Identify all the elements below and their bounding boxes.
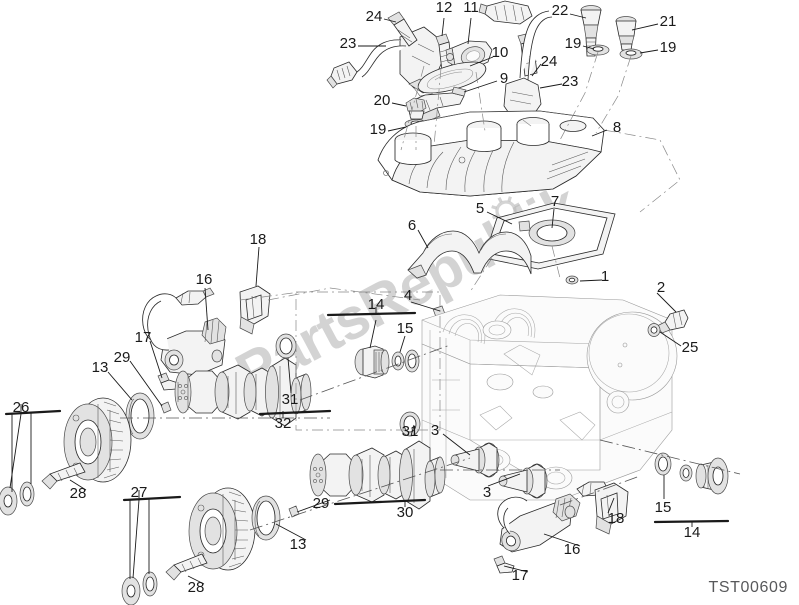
- callout-10: 10: [492, 44, 509, 61]
- callout-4: 4: [404, 287, 412, 304]
- part-washers-26: [0, 481, 35, 516]
- part-timing-gear-lower: [188, 487, 256, 571]
- part-timing-gear-upper: [63, 397, 132, 483]
- part-washer-15b-upper: [404, 349, 420, 373]
- callout-28: 28: [70, 485, 87, 502]
- part-key-29-upper: [160, 401, 172, 414]
- part-oring-15-upper: [391, 351, 405, 371]
- part-oring-right: [679, 464, 693, 482]
- callout-26: 26: [13, 399, 30, 416]
- callout-15: 15: [397, 320, 414, 337]
- part-gasket-10: [417, 61, 487, 94]
- part-plug-20: [405, 97, 427, 120]
- callout-2: 2: [657, 279, 665, 296]
- callout-30: 30: [397, 504, 414, 521]
- part-cylinder-head: [421, 294, 678, 501]
- callout-19: 19: [370, 121, 387, 138]
- part-washer-25: [647, 323, 661, 337]
- part-sensor-16-upper: [142, 287, 227, 376]
- callout-31: 31: [282, 391, 299, 408]
- callout-8: 8: [613, 119, 621, 136]
- callout-12: 12: [436, 0, 453, 16]
- part-bolt-28-upper: [41, 462, 86, 490]
- part-bolt-17-lower: [493, 555, 515, 574]
- callout-19: 19: [660, 39, 677, 56]
- callout-6: 6: [408, 217, 416, 234]
- part-valve-cover-8: [377, 110, 605, 197]
- callout-16: 16: [564, 541, 581, 558]
- callout-5: 5: [476, 200, 484, 217]
- callout-13: 13: [92, 359, 109, 376]
- part-seal-13-lower: [251, 495, 281, 541]
- callout-18: 18: [250, 231, 267, 248]
- part-tensioner-14-right: [695, 457, 729, 495]
- callout-9: 9: [500, 70, 508, 87]
- callout-24: 24: [366, 8, 383, 25]
- part-washer-15-right: [654, 452, 672, 476]
- callout-20: 20: [374, 92, 391, 109]
- part-washer-19-a: [586, 44, 610, 56]
- callout-1: 1: [601, 268, 609, 285]
- callout-14: 14: [368, 296, 385, 313]
- part-sensor-2: [656, 309, 689, 334]
- part-gasket-6: [407, 230, 532, 279]
- callout-31: 31: [402, 423, 419, 440]
- part-sensor-16-lower: [497, 481, 608, 553]
- part-tensioner-14-upper: [354, 345, 390, 379]
- part-camshaft-upper: [174, 357, 312, 427]
- part-seal-13-upper: [125, 392, 155, 440]
- callout-21: 21: [660, 13, 677, 30]
- part-tappet-3-b: [498, 463, 548, 499]
- group-braces: [4, 307, 730, 579]
- callout-23: 23: [562, 73, 579, 90]
- callout-28: 28: [188, 579, 205, 596]
- callout-24: 24: [541, 53, 558, 70]
- part-washers-27: [121, 571, 158, 605]
- callout-14: 14: [684, 524, 701, 541]
- callout-15: 15: [655, 499, 672, 516]
- callout-numbers: 24 12 11 22 21 23 19 19 10 24 9 23 20 8 19 5 7 6 18 1 16 2 14 4…: [13, 0, 701, 596]
- part-camshaft-lower: [309, 440, 446, 510]
- reference-code: TST00609: [708, 579, 788, 596]
- callout-22: 22: [552, 2, 569, 19]
- callout-32: 32: [275, 415, 292, 432]
- part-ring-31-upper: [275, 333, 297, 359]
- part-washer-19-b: [619, 48, 643, 60]
- part-bolt-21: [615, 16, 637, 51]
- callout-11: 11: [463, 0, 479, 16]
- part-seal-1: [565, 275, 579, 285]
- callout-3: 3: [483, 484, 491, 501]
- callout-3: 3: [431, 422, 439, 439]
- assembly-axes: [120, 51, 741, 531]
- callout-17: 17: [135, 329, 152, 346]
- callout-7: 7: [551, 193, 559, 210]
- callout-29: 29: [313, 495, 330, 512]
- part-bolt-28-lower: [165, 553, 208, 581]
- callout-13: 13: [290, 536, 307, 553]
- leader-lines: [9, 13, 682, 585]
- part-tappet-3-a: [450, 442, 500, 478]
- callout-25: 25: [682, 339, 699, 356]
- callout-19: 19: [565, 35, 582, 52]
- callout-29: 29: [114, 349, 131, 366]
- part-bracket-18-upper: [239, 285, 271, 335]
- callout-16: 16: [196, 271, 213, 288]
- callout-18: 18: [608, 510, 625, 527]
- callout-23: 23: [340, 35, 357, 52]
- part-screw-24-left: [387, 11, 418, 47]
- callout-17: 17: [512, 567, 529, 584]
- callout-27: 27: [131, 484, 148, 501]
